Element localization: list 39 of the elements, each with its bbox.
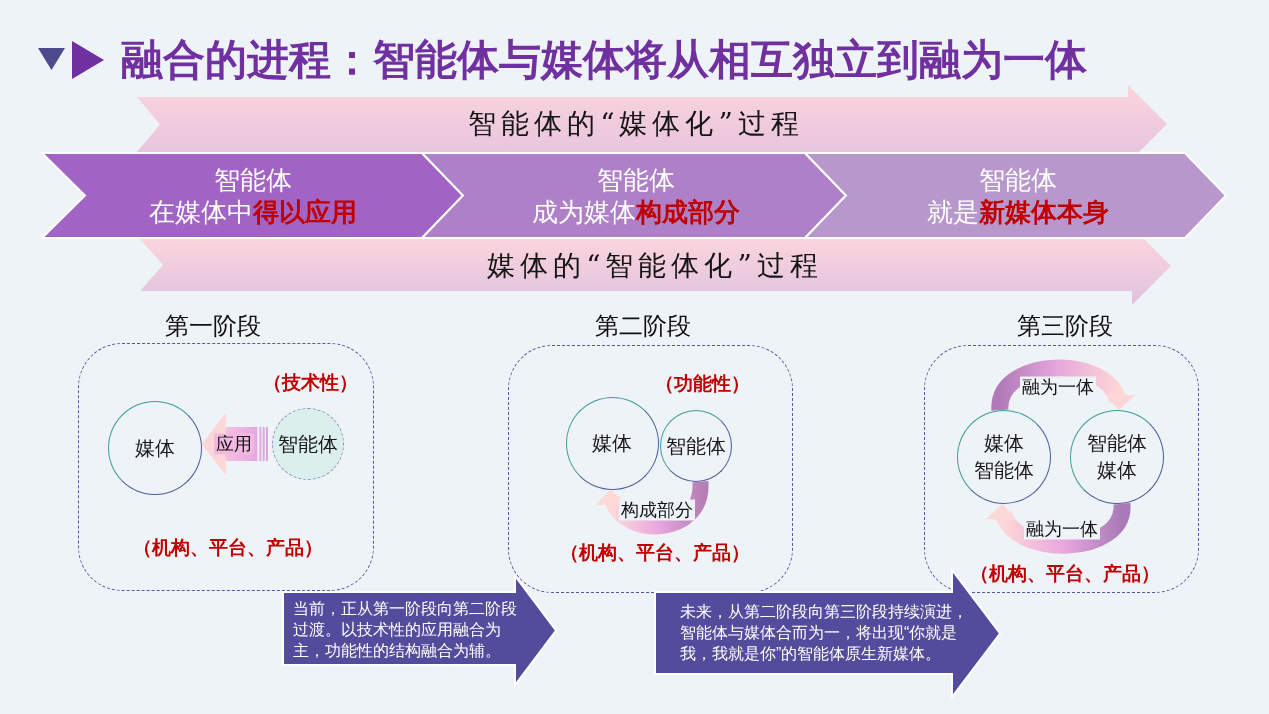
step-text: 在媒体中得以应用	[149, 197, 357, 227]
curved-arrow	[989, 502, 1131, 554]
callout-arrow	[282, 575, 558, 687]
chevron-step	[41, 152, 465, 240]
circle-label: 智能体	[278, 430, 338, 458]
banner-arrow	[139, 238, 1172, 306]
note-text: （机构、平台、产品）	[133, 535, 323, 559]
note-text: （机构、平台、产品）	[970, 561, 1160, 585]
stage-heading: 第三阶段	[1017, 312, 1113, 340]
circle-label: 媒体	[592, 429, 632, 457]
chevron-step	[804, 152, 1228, 240]
banner-text: 媒体的“智能体化”过程	[487, 249, 823, 283]
title: 融合的进程：智能体与媒体将从相互独立到融为一体	[121, 35, 1087, 85]
note-text: （技术性）	[262, 370, 358, 394]
step-title: 智能体	[979, 165, 1057, 195]
note-text: （功能性）	[654, 371, 750, 395]
step-title: 智能体	[597, 165, 675, 195]
circle-label: 媒体	[1097, 457, 1137, 484]
step-title: 智能体	[214, 165, 292, 195]
circle-label: 智能体	[1087, 430, 1147, 457]
edge-label: 应用	[213, 433, 254, 455]
chevron-step	[421, 152, 847, 240]
callout-text: 未来，从第二阶段向第三阶段持续演进，智能体与媒体合而为一，将出现“你就是我，我就是你”的智能体原生新媒体。	[680, 602, 969, 664]
note-text: （机构、平台、产品）	[560, 540, 750, 564]
edge-label: 构成部分	[618, 499, 695, 521]
banner-text: 智能体的“媒体化”过程	[468, 107, 804, 141]
stage-heading: 第一阶段	[165, 312, 261, 340]
banner-arrow	[135, 85, 1168, 153]
stage-heading: 第二阶段	[595, 312, 691, 340]
step-text: 就是新媒体本身	[927, 197, 1109, 227]
callout-text: 当前，正从第一阶段向第二阶段过渡。以技术性的应用融合为主，功能性的结构融合为辅。	[293, 599, 518, 661]
edge-label: 融为一体	[1019, 376, 1096, 398]
edge-label: 融为一体	[1023, 518, 1100, 540]
circle-label: 媒体	[135, 434, 175, 462]
curved-arrow	[598, 481, 709, 535]
step-text: 成为媒体构成部分	[532, 197, 740, 227]
circle-label: 智能体	[974, 457, 1034, 484]
circle-label: 智能体	[666, 432, 726, 460]
circle-label: 媒体	[984, 430, 1024, 457]
